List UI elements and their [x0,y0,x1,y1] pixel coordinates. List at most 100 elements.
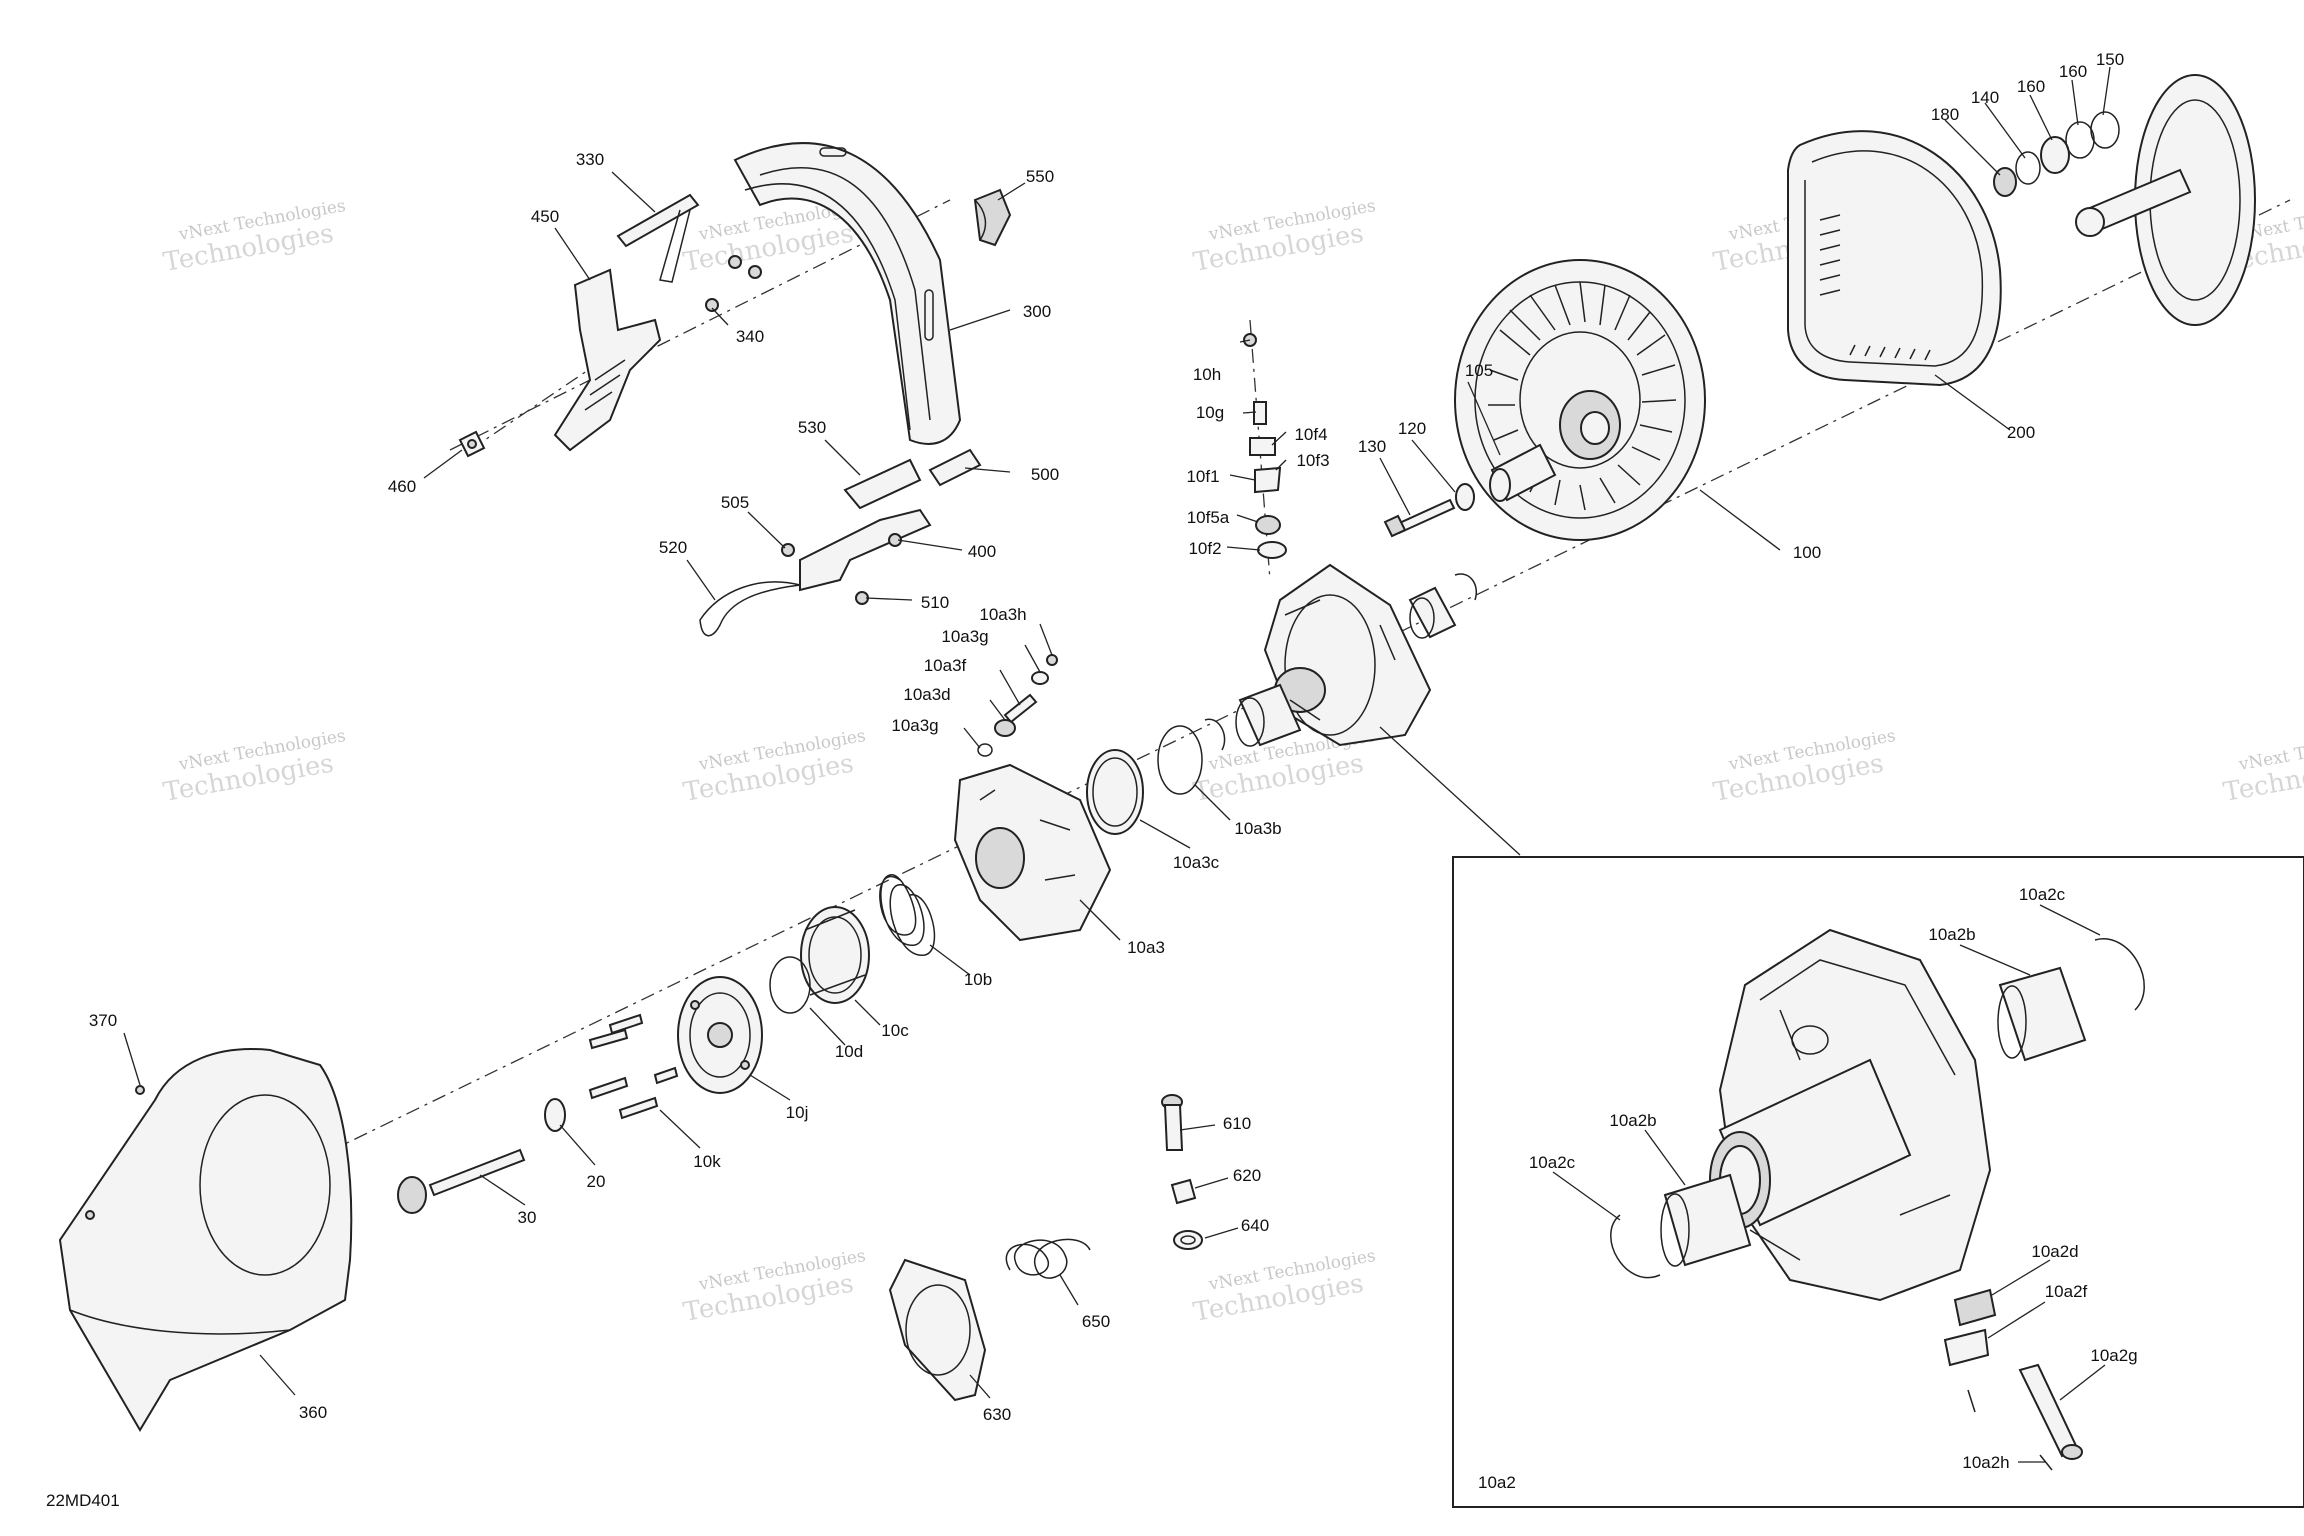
pin-stack-10f-10g-10h [1243,333,1287,559]
screws-340 [705,255,762,312]
callout-330: 330 [576,150,604,169]
callout-550: 550 [1026,167,1054,186]
watermark: vNext Technologies Technologies [1191,1246,1377,1328]
inset-leaders [1552,904,2106,1463]
callout-500: 500 [1031,465,1059,484]
callout-10f4: 10f4 [1294,425,1327,444]
bracket-450 [553,268,662,452]
knob-550 [973,188,1012,247]
belt-200 [1787,130,2002,387]
watermark: vNext Technologies Technologies [681,1246,867,1328]
bolt-130 [1383,498,1456,538]
callout-530: 530 [798,418,826,437]
callout-620: 620 [1233,1166,1261,1185]
callout-180: 180 [1931,105,1959,124]
callout-10a2f: 10a2f [2045,1282,2088,1301]
spacer-105 [1489,443,1557,502]
callout-30: 30 [518,1208,537,1227]
callout-20: 20 [587,1172,606,1191]
callout-370: 370 [89,1011,117,1030]
bushings-10a3b-10a3c [1086,683,1302,835]
callout-505: 505 [721,493,749,512]
bolt-610 [1161,1094,1184,1151]
callout-340: 340 [736,327,764,346]
callout-10d: 10d [835,1042,863,1061]
callout-510: 510 [921,593,949,612]
leader-lines [123,66,2111,1399]
callout-630: 630 [983,1405,1011,1424]
callout-10a3g-low: 10a3g [891,716,938,735]
watermark: vNext Technologies Technologies [2221,726,2304,808]
callout-10a2d: 10a2d [2031,1242,2078,1261]
figure-code: 22MD401 [46,1491,120,1510]
ring-10d [769,956,811,1014]
watermark: vNext Technologies Technologies [1191,196,1377,278]
inset-pin-parts [1943,1288,2083,1471]
gasket-630 [888,1258,987,1402]
rings-140-160-180 [1993,111,2120,197]
callout-130: 130 [1358,437,1386,456]
callout-labels: 330 450 340 460 300 550 530 500 505 520 … [46,50,2138,1510]
housing-10a3 [953,763,1112,942]
callout-100: 100 [1793,543,1821,562]
belt-guard-300 [733,142,962,445]
callout-610: 610 [1223,1114,1251,1133]
callout-105: 105 [1465,361,1493,380]
callout-10a3c: 10a3c [1173,853,1220,872]
cap-10j [677,976,763,1094]
washer-640 [1173,1230,1203,1250]
callout-10f5a: 10f5a [1187,508,1230,527]
spring-10b [879,874,936,956]
fastener-460 [458,430,486,458]
callout-460: 460 [388,477,416,496]
callout-150: 150 [2096,50,2124,69]
inset-bushings [1610,938,2145,1279]
callout-10a2c-top: 10a2c [2019,885,2066,904]
cover-360 [58,1048,353,1432]
callout-10k: 10k [693,1152,721,1171]
bolt-30 [397,1148,526,1214]
callout-120: 120 [1398,419,1426,438]
screws-10k [588,1013,679,1120]
cup-10c [800,906,870,1004]
watermark: vNext Technologies Technologies [161,726,347,808]
washer-20 [544,1098,566,1132]
callout-10a3b: 10a3b [1234,819,1281,838]
pulley-100 [1454,259,1706,541]
strap-330 [616,193,700,283]
callout-10j: 10j [786,1103,809,1122]
callout-10a2c-left: 10a2c [1529,1153,1576,1172]
callout-520: 520 [659,538,687,557]
callout-10a3d: 10a3d [903,685,950,704]
callout-10a2b-mid: 10a2b [1609,1111,1656,1130]
bracket-500-530 [799,448,982,592]
callout-450: 450 [531,207,559,226]
callout-10c: 10c [881,1021,909,1040]
callout-10a3f: 10a3f [924,656,967,675]
bushing-rings-upper [1408,573,1477,639]
callout-10a3: 10a3 [1127,938,1165,957]
nut-620 [1170,1178,1197,1205]
callout-160-inner: 160 [2017,77,2045,96]
callout-10a3h: 10a3h [979,605,1026,624]
callout-10g: 10g [1196,403,1224,422]
callout-10a2g: 10a2g [2090,1346,2137,1365]
callout-10h: 10h [1193,365,1221,384]
watermark: vNext Technologies Technologies [681,726,867,808]
clip-520 [699,581,801,637]
inset-10a2 [1452,856,2304,1508]
callout-10a2b-top: 10a2b [1928,925,1975,944]
callout-10a3g-top: 10a3g [941,627,988,646]
callout-650: 650 [1082,1312,1110,1331]
washer-120 [1455,483,1475,511]
callout-10f3: 10f3 [1296,451,1329,470]
inset-label: 10a2 [1478,1473,1516,1492]
callout-400: 400 [968,542,996,561]
callout-10a2h: 10a2h [1962,1453,2009,1472]
callout-160-outer: 160 [2059,62,2087,81]
spring-650 [1005,1238,1091,1279]
callout-300: 300 [1023,302,1051,321]
callout-10f2: 10f2 [1188,539,1221,558]
fixed-sheave-10a2 [1263,563,1432,747]
